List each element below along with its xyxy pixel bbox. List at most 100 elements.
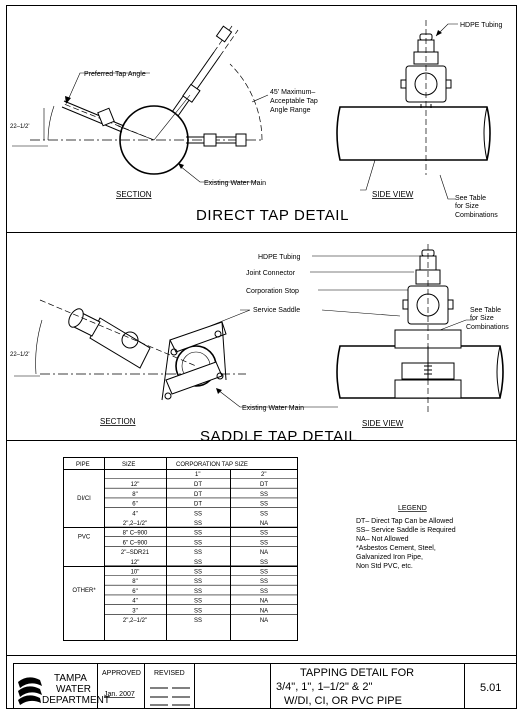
th-corp-tap-size: CORPORATION TAP SIZE (176, 462, 248, 468)
table-cell-2in: NA (260, 618, 268, 624)
table-cell-2in: NA (260, 608, 268, 614)
label-section-2: SECTION (100, 417, 136, 426)
table-cell-2in: SS (260, 502, 268, 508)
label-see-table-s3: Combinations (466, 324, 509, 331)
label-angle-22-saddle: 22–1/2' (10, 352, 30, 358)
revised-lines (150, 687, 190, 706)
legend-line-2: SS– Service Saddle is Required (356, 527, 456, 534)
drawing-title-1: TAPPING DETAIL FOR (300, 667, 414, 679)
table-cell-1in: SS (194, 550, 202, 556)
table-cell-size: 3" (132, 608, 137, 614)
table-cell-size: 12" (131, 560, 140, 566)
direct-tap-title: DIRECT TAP DETAIL (196, 207, 349, 224)
legend-line-5: Galvanized Iron Pipe, (356, 554, 423, 561)
table-cell-pipe: PVC (78, 535, 91, 541)
table-cell-2in: NA (260, 550, 268, 556)
direct-tap-panel: Preferred Tap Angle 45' Maximum– Accepta… (10, 20, 503, 224)
org-line-3: DEPARTMENT (42, 695, 110, 706)
label-section: SECTION (116, 190, 152, 199)
tap-right (186, 133, 247, 147)
label-hdpe-tubing-2: HDPE Tubing (258, 254, 301, 261)
label-45-max-2: Acceptable Tap (270, 98, 318, 105)
label-see-table-s1: See Table (470, 307, 501, 314)
table-cell-1in: SS (194, 521, 202, 527)
saddle-tap-title: SADDLE TAP DETAIL (200, 428, 357, 445)
label-hdpe-tubing: HDPE Tubing (460, 22, 503, 29)
table-cell-size: 6" C–900 (123, 540, 148, 546)
label-45-max-3: Angle Range (270, 107, 311, 114)
legend-line-3: NA– Not Allowed (356, 536, 409, 543)
table-cell-1in: SS (194, 599, 202, 605)
table-cell-2in: SS (260, 531, 268, 537)
table-cell-size: 8" C–900 (123, 531, 148, 537)
table-cell-1in: DT (194, 492, 202, 498)
label-45-max-1: 45' Maximum– (270, 89, 315, 96)
direct-tap-section-drawing (12, 25, 269, 183)
table-cell-size: 2",2–1/2" (123, 618, 147, 624)
drawing-title-3: W/DI, CI, OR PVC PIPE (284, 695, 402, 707)
org-line-2: WATER (56, 684, 91, 695)
table-cell-size: 4" (132, 599, 137, 605)
label-see-table-s2: for Size (470, 315, 494, 322)
table-cell-1in: SS (194, 608, 202, 614)
label-see-table-3: Combinations (455, 212, 498, 219)
table-cell-size: 2",2–1/2" (123, 521, 147, 527)
sheet-number: 5.01 (480, 682, 501, 694)
table-cell-size: 8" (132, 579, 137, 585)
table-cell-size: 12" (131, 482, 140, 488)
th-pipe: PIPE (76, 462, 90, 468)
table-cell-2in: SS (260, 511, 268, 517)
legend-line-4: *Asbestos Cement, Steel, (356, 545, 436, 552)
water-wave-logo-icon (18, 677, 42, 705)
label-side-view-2: SIDE VIEW (362, 419, 404, 428)
tap-upper (171, 25, 239, 117)
drawing-title-2: 3/4", 1", 1–1/2" & 2" (276, 681, 372, 693)
table-cell-size: 6" (132, 502, 137, 508)
label-existing-water-main: Existing Water Main (204, 180, 266, 187)
table-cell-1in: SS (194, 560, 202, 566)
direct-tap-side-view (336, 20, 491, 200)
saddle-tap-side-view (336, 244, 504, 414)
legend: LEGEND DT– Direct Tap Can be Allowed SS–… (356, 505, 456, 570)
table-cell-2in: SS (260, 492, 268, 498)
table-cell-size: 10" (131, 570, 140, 576)
label-service-saddle: Service Saddle (253, 307, 300, 314)
table-cell-size: 2"–SDR21 (121, 550, 150, 556)
tap-left (61, 100, 125, 133)
table-cell-2in: SS (260, 570, 268, 576)
table-cell-1in: DT (194, 482, 202, 488)
table-cell-2in: DT (260, 482, 268, 488)
table-cell-2in: SS (260, 540, 268, 546)
table-cell-1in: SS (194, 618, 202, 624)
legend-line-1: DT– Direct Tap Can be Allowed (356, 518, 453, 525)
legend-title: LEGEND (398, 505, 427, 512)
table-cell-size: 6" (132, 589, 137, 595)
approved-date: Jan. 2007 (104, 691, 135, 698)
label-see-table-1: See Table (455, 195, 486, 202)
label-angle-22: 22–1/2' (10, 124, 30, 130)
label-see-table-2: for Size (455, 203, 479, 210)
table-cell-pipe: DI/CI (77, 496, 91, 502)
table-cell-2in: SS (260, 579, 268, 585)
label-existing-water-main-2: Existing Water Main (242, 405, 304, 412)
label-joint-connector: Joint Connector (246, 270, 296, 277)
th-size: SIZE (122, 462, 135, 468)
org-line-1: TAMPA (54, 673, 87, 684)
table-cell-1in: SS (194, 511, 202, 517)
table-cell-2in: NA (260, 599, 268, 605)
th-sub-2: 2" (261, 472, 266, 478)
table-cell-2in: SS (260, 589, 268, 595)
approved-label: APPROVED (102, 670, 141, 677)
title-block: TAMPA WATER DEPARTMENT APPROVED Jan. 200… (13, 663, 517, 709)
table-cell-1in: SS (194, 589, 202, 595)
table-cell-2in: NA (260, 521, 268, 527)
table-cell-1in: DT (194, 502, 202, 508)
table-cell-1in: SS (194, 540, 202, 546)
saddle-tap-panel: 22–1/2' Service Saddle Existing Water Ma… (10, 244, 509, 445)
label-preferred-tap-angle: Preferred Tap Angle (84, 71, 146, 78)
label-corporation-stop: Corporation Stop (246, 288, 299, 295)
table-cell-size: 8" (132, 492, 137, 498)
table-cell-1in: SS (194, 570, 202, 576)
label-side-view: SIDE VIEW (372, 190, 414, 199)
